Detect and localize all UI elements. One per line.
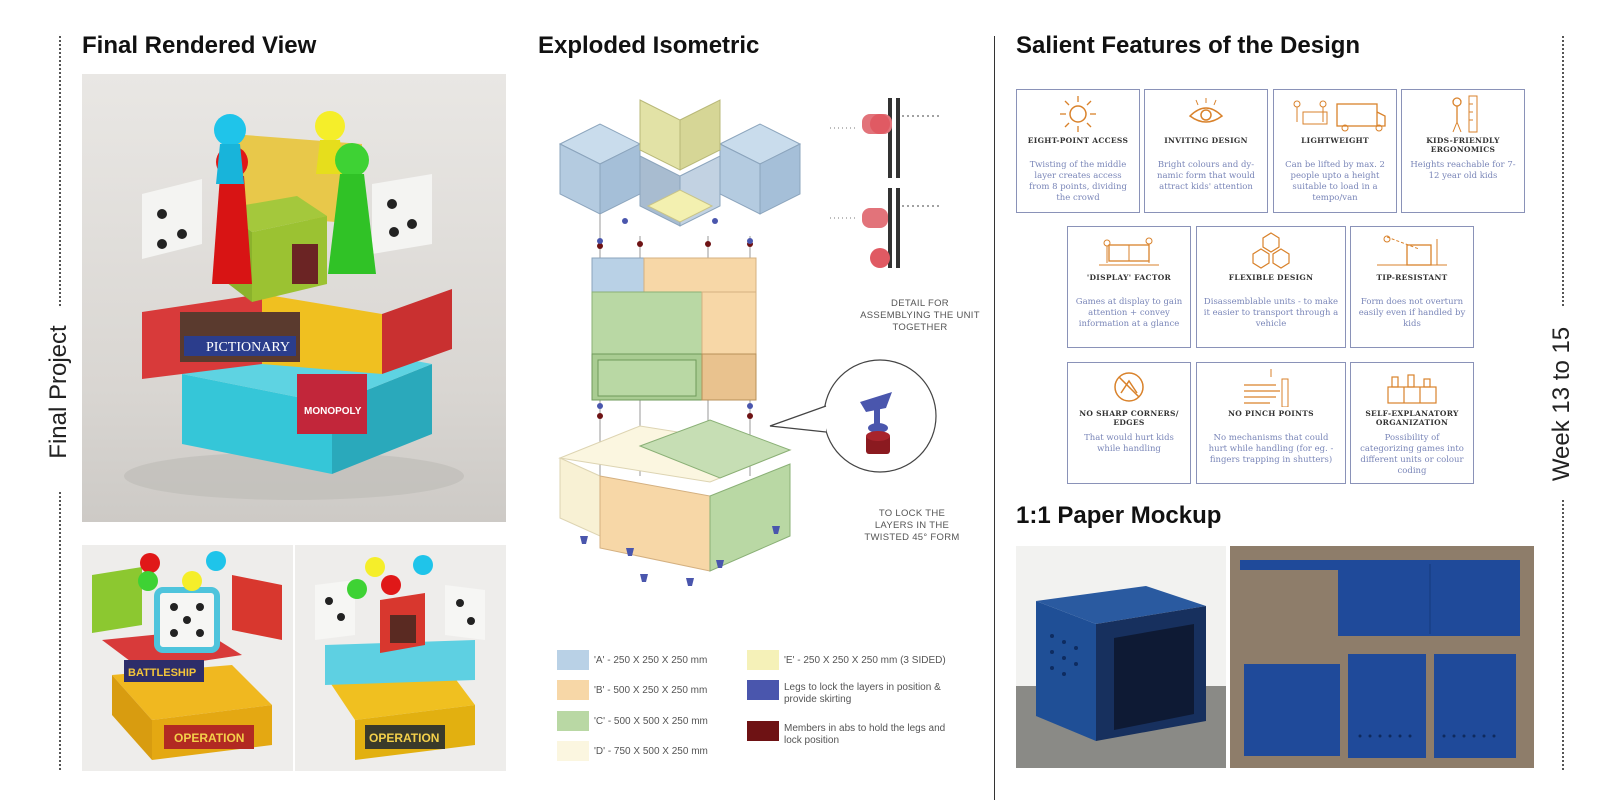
rendered-game-shelf-illustration: MONOPOLY PICTIONARY	[124, 111, 464, 500]
right-dotted-line-bottom	[1562, 500, 1564, 770]
child-height-icon	[1452, 95, 1478, 133]
feature-desc: Possibility of categorizing games into d…	[1360, 433, 1464, 476]
assembly-detail-illustration	[830, 98, 940, 268]
side-label-week: Week 13 to 15	[1548, 326, 1575, 482]
feature-card-no-sharp-corners: NO SHARP CORNERS/ EDGES That would hurt …	[1067, 362, 1191, 484]
legend-swatch-e	[747, 650, 779, 670]
column-divider	[994, 36, 995, 800]
legend-text-c: 'C' - 500 X 500 X 250 mm	[594, 716, 708, 727]
feature-card-inviting-design: INVITING DESIGN Bright colours and dy-na…	[1144, 89, 1268, 213]
feature-title: SELF-EXPLANATORY ORGANIZATION	[1365, 409, 1459, 427]
feature-title: NO SHARP CORNERS/ EDGES	[1079, 409, 1179, 427]
legend-text-legs: Legs to lock the layers in position & pr…	[784, 682, 941, 705]
green-pawn	[328, 143, 376, 274]
feature-card-no-pinch-points: NO PINCH POINTS No mechanisms that could…	[1196, 362, 1346, 484]
hand-icon	[1244, 369, 1289, 407]
battleship-box-label: BATTLESHIP	[128, 667, 196, 679]
top-layer-a-boxes	[558, 123, 802, 215]
legend-swatch-a	[557, 650, 589, 670]
feature-card-self-explanatory-organization: SELF-EXPLANATORY ORGANIZATION Possibilit…	[1350, 362, 1474, 484]
feature-desc: Disassemblable units - to make it easier…	[1203, 297, 1339, 329]
shelf-icon	[1387, 374, 1437, 404]
pictionary-box-label: PICTIONARY	[206, 340, 290, 355]
feature-card-kids-friendly-ergonomics: KIDS-FRIENDLY ERGONOMICS Heights reachab…	[1401, 89, 1525, 213]
truck-icon	[1293, 100, 1386, 132]
feature-title: KIDS-FRIENDLY ERGONOMICS	[1426, 136, 1500, 154]
legend-swatch-b	[557, 680, 589, 700]
monopoly-box-label: MONOPOLY	[304, 406, 362, 417]
legend-text-d: 'D' - 750 X 500 X 250 mm	[594, 746, 708, 757]
operation-box-label-right: OPERATION	[369, 731, 439, 745]
feature-card-lightweight: LIGHTWEIGHT Can be lifted by max. 2 peop…	[1273, 89, 1397, 213]
left-dotted-line-top	[59, 36, 61, 306]
small-render-left: OPERATION BATTLESHIP	[82, 545, 293, 771]
legend-swatch-legs	[747, 680, 779, 700]
feature-desc: Games at display to gain attention + con…	[1075, 297, 1183, 329]
legend-swatch-d	[557, 741, 589, 761]
left-dotted-line-bottom	[59, 492, 61, 770]
feature-card-tip-resistant: TIP-RESISTANT Form does not overturn eas…	[1350, 226, 1474, 348]
sun-icon	[1060, 96, 1096, 132]
blue-pawn	[214, 114, 246, 184]
assembly-detail-caption: DETAIL FOR ASSEMBLYING THE UNIT TOGETHER	[860, 298, 980, 333]
feature-desc: Bright colours and dy-namic form that wo…	[1157, 160, 1255, 192]
feature-title: NO PINCH POINTS	[1228, 409, 1314, 418]
mockup-photo-assembled-illustration	[1016, 546, 1226, 768]
feature-card-display-factor: 'DISPLAY' FACTOR Games at display to gai…	[1067, 226, 1191, 348]
feature-desc: That would hurt kids while handling	[1084, 433, 1174, 454]
feature-title: 'DISPLAY' FACTOR	[1086, 273, 1172, 282]
operation-box-label-left: OPERATION	[174, 731, 244, 745]
right-dotted-line-top	[1562, 36, 1564, 306]
hexagon-icon	[1252, 232, 1290, 269]
eye-icon	[1188, 98, 1224, 123]
lock-detail-caption: TO LOCK THE LAYERS IN THE TWISTED 45° FO…	[864, 508, 960, 543]
feature-desc: Can be lifted by max. 2 people upto a he…	[1285, 160, 1385, 203]
feature-card-eight-point-access: EIGHT-POINT ACCESS Twisting of the middl…	[1016, 89, 1140, 213]
mockup-photo-assembled	[1016, 546, 1226, 768]
exploded-isometric-svg	[558, 98, 940, 586]
title-exploded-isometric: Exploded Isometric	[538, 32, 760, 59]
mockup-photo-flat-parts-illustration	[1240, 560, 1520, 758]
tip-icon	[1377, 235, 1447, 266]
top-layer-e-unit	[639, 99, 721, 227]
side-label-final-project: Final Project	[45, 325, 72, 459]
feature-title: INVITING DESIGN	[1164, 136, 1248, 145]
small-render-left-illustration: OPERATION BATTLESHIP	[92, 551, 282, 760]
bottom-layer	[558, 419, 792, 572]
legend-swatch-c	[557, 711, 589, 731]
middle-layer	[591, 257, 757, 401]
legend-text-e: 'E' - 250 X 250 X 250 mm (3 SIDED)	[784, 655, 946, 666]
main-render-image: MONOPOLY PICTIONARY	[82, 74, 506, 522]
feature-desc: Form does not overturn easily even if ha…	[1358, 297, 1466, 329]
exploded-isometric-drawing	[540, 86, 980, 626]
feature-title: EIGHT-POINT ACCESS	[1027, 136, 1129, 145]
no-corner-icon	[1114, 372, 1144, 402]
feature-title: LIGHTWEIGHT	[1301, 136, 1369, 145]
legend-text-a: 'A' - 250 X 250 X 250 mm	[594, 655, 708, 666]
title-final-rendered-view: Final Rendered View	[82, 32, 317, 59]
legend-text-b: 'B' - 500 X 250 X 250 mm	[594, 685, 708, 696]
feature-desc: No mechanisms that could hurt while hand…	[1208, 433, 1334, 465]
feature-title: TIP-RESISTANT	[1376, 273, 1448, 282]
lock-detail-bubble	[769, 359, 937, 473]
small-render-right-illustration: OPERATION	[315, 555, 485, 760]
small-render-right: OPERATION	[295, 545, 506, 771]
display-icon	[1099, 237, 1159, 266]
feature-title: FLEXIBLE DESIGN	[1228, 273, 1314, 282]
feature-desc: Heights reachable for 7-12 year old kids	[1410, 160, 1516, 181]
title-salient-features: Salient Features of the Design	[1016, 32, 1361, 59]
legend-text-members: Members in abs to hold the legs and lock…	[784, 723, 946, 746]
title-paper-mockup: 1:1 Paper Mockup	[1016, 502, 1222, 529]
feature-desc: Twisting of the middle layer creates acc…	[1029, 160, 1127, 203]
mockup-photo-flat-parts	[1230, 546, 1534, 768]
feature-card-flexible-design: FLEXIBLE DESIGN Disassemblable units - t…	[1196, 226, 1346, 348]
legend-swatch-members	[747, 721, 779, 741]
